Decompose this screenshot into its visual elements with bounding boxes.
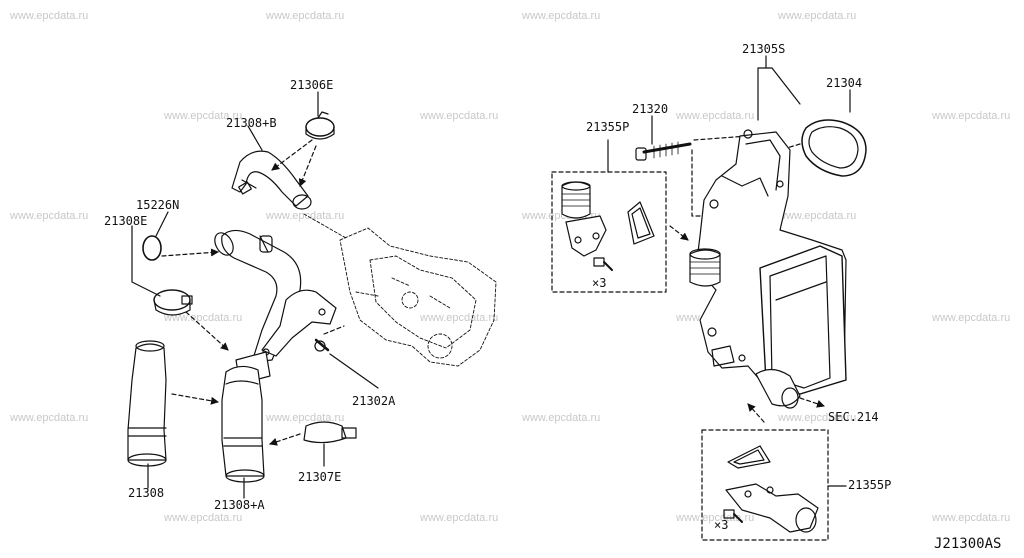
watermark: www.epcdata.ru xyxy=(164,512,243,524)
part-label-21355p-top: 21355P xyxy=(586,120,630,134)
leader-dashed xyxy=(298,145,317,187)
part-label-21307e: 21307E xyxy=(298,470,342,484)
leader-dashed xyxy=(669,225,689,241)
watermark: www.epcdata.ru xyxy=(10,10,89,22)
leader-dashed xyxy=(185,311,229,351)
part-label-21355p-bottom: 21355P xyxy=(848,478,892,492)
kit-screw-top xyxy=(593,257,613,271)
leader-dashed xyxy=(693,135,749,141)
kit-seal-triangle-bottom xyxy=(727,445,771,469)
watermark: www.epcdata.ru xyxy=(164,110,243,122)
part-label-21302a: 21302A xyxy=(352,394,396,408)
part-label-21305s: 21305S xyxy=(742,42,786,56)
kit-box-bottom xyxy=(701,429,829,541)
watermark: www.epcdata.ru xyxy=(522,10,601,22)
leader-dashed xyxy=(747,403,765,423)
gasket-21304 xyxy=(801,119,867,177)
part-label-21320: 21320 xyxy=(632,102,669,116)
watermark: www.epcdata.ru xyxy=(778,412,857,424)
hose-21308b xyxy=(231,150,312,210)
leader-line xyxy=(155,211,169,237)
leader-dashed xyxy=(271,139,313,171)
part-label-21308b: 21308+B xyxy=(226,116,277,130)
watermark: www.epcdata.ru xyxy=(420,512,499,524)
oil-filter-housing-21305s xyxy=(689,129,847,409)
o-ring-15226n xyxy=(142,235,162,261)
engine-outline xyxy=(303,213,497,367)
diagram-code: J21300AS xyxy=(934,536,1002,552)
watermark: www.epcdata.ru xyxy=(266,210,345,222)
part-label-21304: 21304 xyxy=(826,76,863,90)
watermark: www.epcdata.ru xyxy=(676,110,755,122)
leader-line xyxy=(131,225,161,297)
watermark: www.epcdata.ru xyxy=(10,412,89,424)
part-label-21306e: 21306E xyxy=(290,78,334,92)
hose-21308 xyxy=(127,340,167,467)
part-label-15226n: 15226N xyxy=(136,198,180,212)
part-label-21308a: 21308+A xyxy=(214,498,265,512)
leader-dashed xyxy=(799,397,825,408)
bolt-21320 xyxy=(635,141,692,161)
leader-dashed xyxy=(269,433,301,446)
leader-dashed xyxy=(171,393,219,405)
leader-line xyxy=(329,353,379,389)
watermark: www.epcdata.ru xyxy=(778,10,857,22)
clamp-21308e xyxy=(153,289,193,316)
watermark: www.epcdata.ru xyxy=(420,312,499,324)
kit-seal-triangle-top xyxy=(627,201,655,245)
section-ref-sec214: SEC.214 xyxy=(828,410,879,424)
kit-filter-cap-top xyxy=(561,181,607,257)
multiplier-bottom: ×3 xyxy=(714,518,729,532)
part-label-21308: 21308 xyxy=(128,486,165,500)
pipe-21308a-upper xyxy=(214,229,337,385)
watermark: www.epcdata.ru xyxy=(10,210,89,222)
leader-line xyxy=(757,55,801,121)
clamp-21306e xyxy=(305,111,335,140)
watermark: www.epcdata.ru xyxy=(932,512,1011,524)
multiplier-top: ×3 xyxy=(592,276,607,290)
kit-outlet-bottom xyxy=(725,483,819,533)
watermark: www.epcdata.ru xyxy=(266,10,345,22)
bolt-21302a xyxy=(314,338,330,352)
watermark: www.epcdata.ru xyxy=(266,412,345,424)
kit-box-top xyxy=(551,171,667,293)
leader-dashed xyxy=(323,325,345,335)
kit-screw-bottom xyxy=(723,509,743,523)
clamp-21307e xyxy=(303,421,357,444)
leader-dashed xyxy=(161,248,219,257)
watermark: www.epcdata.ru xyxy=(420,110,499,122)
watermark: www.epcdata.ru xyxy=(164,312,243,324)
watermark: www.epcdata.ru xyxy=(932,110,1011,122)
part-label-21308e: 21308E xyxy=(104,214,148,228)
watermark: www.epcdata.ru xyxy=(932,312,1011,324)
watermark: www.epcdata.ru xyxy=(778,210,857,222)
hose-21308a-lower xyxy=(221,365,265,483)
watermark: www.epcdata.ru xyxy=(522,412,601,424)
leader-line xyxy=(247,125,263,151)
